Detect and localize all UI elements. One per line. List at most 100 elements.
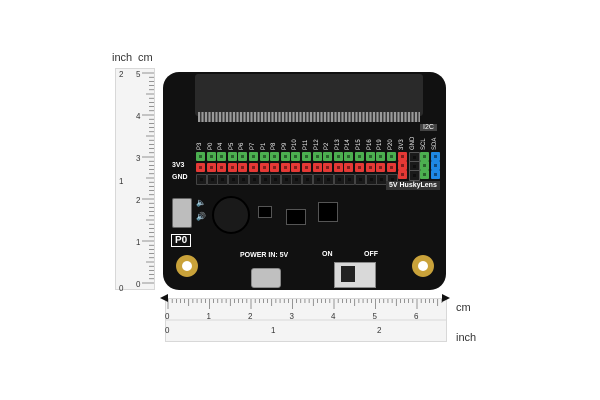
pin-header bbox=[355, 152, 364, 161]
pin-header bbox=[376, 163, 386, 172]
pin-header bbox=[238, 174, 250, 185]
pin-label: P20 bbox=[387, 139, 394, 150]
pin-header bbox=[206, 163, 216, 172]
pin-header bbox=[249, 152, 258, 161]
horizontal-ruler-ticks bbox=[166, 299, 446, 321]
row-label-3v3: 3V3 bbox=[172, 162, 185, 169]
pin-label: P13 bbox=[334, 139, 341, 150]
speaker-icon: 🔈 bbox=[196, 198, 206, 207]
vertical-cm-tick-label: 0 bbox=[136, 280, 141, 289]
vertical-cm-tick-label: 5 bbox=[136, 70, 141, 79]
pin-label: P16 bbox=[366, 139, 373, 150]
micro-usb-port[interactable] bbox=[251, 268, 281, 288]
pin-header bbox=[291, 163, 301, 172]
vertical-ruler-ticks bbox=[142, 72, 154, 284]
i2c-pin-header bbox=[420, 161, 429, 170]
pin-label: P10 bbox=[292, 139, 299, 150]
h-inch-unit-label: inch bbox=[456, 332, 477, 344]
pin-header bbox=[238, 152, 248, 161]
pin-label: P15 bbox=[356, 139, 362, 150]
pin-header bbox=[355, 174, 366, 185]
pin-header bbox=[196, 152, 205, 161]
p0-button[interactable] bbox=[172, 198, 192, 228]
dimension-arrows bbox=[160, 294, 450, 302]
power-in-label: POWER IN: 5V bbox=[240, 252, 289, 259]
i2c-pin-label: SCL bbox=[421, 138, 427, 150]
horizontal-cm-tick-label: 0 bbox=[165, 312, 170, 321]
pin-header bbox=[249, 163, 258, 172]
edge-connector-pins bbox=[198, 112, 420, 122]
cm-unit-label: cm bbox=[138, 52, 153, 64]
pin-header bbox=[227, 174, 239, 185]
pin-label: P8 bbox=[271, 142, 278, 150]
vertical-cm-tick-label: 2 bbox=[136, 196, 141, 205]
mount-hole-right bbox=[412, 255, 434, 277]
vertical-cm-tick-label: 4 bbox=[136, 112, 141, 121]
pin-header bbox=[280, 174, 292, 185]
pin-header bbox=[259, 163, 269, 172]
horizontal-cm-tick-label: 3 bbox=[289, 312, 294, 321]
pin-header bbox=[206, 152, 216, 161]
pin-header bbox=[365, 152, 375, 161]
horizontal-cm-tick-label: 6 bbox=[414, 312, 419, 321]
i2c-pin-header bbox=[398, 161, 407, 170]
pin-header bbox=[270, 163, 280, 172]
horizontal-ruler bbox=[165, 298, 447, 342]
edge-connector-slot bbox=[195, 74, 423, 116]
pin-header bbox=[344, 163, 354, 172]
horizontal-cm-tick-label: 5 bbox=[372, 312, 377, 321]
huskylens-label: 5V HuskyLens bbox=[386, 181, 440, 190]
pin-label: P2 bbox=[324, 142, 331, 150]
pin-label: P5 bbox=[228, 142, 235, 150]
pin-header bbox=[355, 163, 364, 172]
pin-label: P9 bbox=[281, 142, 288, 150]
vertical-ruler bbox=[115, 68, 155, 290]
switch-off-label: OFF bbox=[364, 251, 378, 258]
i2c-pin-label: GND bbox=[410, 136, 416, 150]
pin-header bbox=[196, 174, 207, 185]
pin-label: P4 bbox=[218, 142, 225, 150]
pin-label: P0 bbox=[207, 142, 214, 150]
pin-header bbox=[312, 152, 322, 161]
pin-header bbox=[227, 163, 237, 172]
pin-header bbox=[312, 163, 322, 172]
pin-header bbox=[386, 152, 396, 161]
vertical-inch-tick-label: 1 bbox=[119, 177, 124, 186]
pin-header bbox=[227, 152, 237, 161]
p0-label: P0 bbox=[171, 234, 192, 247]
power-switch-knob[interactable] bbox=[341, 266, 355, 282]
pin-header bbox=[365, 174, 377, 185]
pin-header bbox=[259, 152, 269, 161]
pin-label: P3 bbox=[197, 142, 203, 150]
i2c-pin-label: 3V3 bbox=[399, 139, 405, 150]
pin-header bbox=[365, 163, 375, 172]
horizontal-cm-tick-label: 4 bbox=[331, 312, 336, 321]
pin-header bbox=[302, 163, 311, 172]
pin-header bbox=[270, 174, 282, 185]
pin-header bbox=[323, 174, 335, 185]
i2c-pin-header bbox=[398, 152, 407, 161]
buzzer bbox=[212, 196, 250, 234]
vertical-inch-tick-label: 2 bbox=[119, 70, 124, 79]
pin-header bbox=[323, 152, 333, 161]
pin-header bbox=[333, 174, 345, 185]
pin-header bbox=[302, 174, 313, 185]
pin-header bbox=[344, 174, 356, 185]
pin-header bbox=[291, 152, 301, 161]
i2c-pin-label: SDA bbox=[432, 137, 438, 150]
horizontal-inch-tick-label: 2 bbox=[377, 326, 382, 335]
pin-header bbox=[196, 163, 205, 172]
pin-header bbox=[376, 152, 386, 161]
regulator-chip bbox=[318, 202, 338, 222]
vertical-inch-tick-label: 0 bbox=[119, 284, 124, 293]
pin-header bbox=[217, 174, 229, 185]
pin-header bbox=[238, 163, 248, 172]
pin-header bbox=[386, 163, 396, 172]
chip bbox=[258, 206, 272, 218]
pin-label: P12 bbox=[313, 139, 320, 150]
pin-header bbox=[280, 152, 290, 161]
pin-label: P14 bbox=[345, 139, 352, 150]
pin-header bbox=[259, 174, 271, 185]
pin-header bbox=[206, 174, 218, 185]
i2c-pin-header bbox=[431, 170, 440, 179]
